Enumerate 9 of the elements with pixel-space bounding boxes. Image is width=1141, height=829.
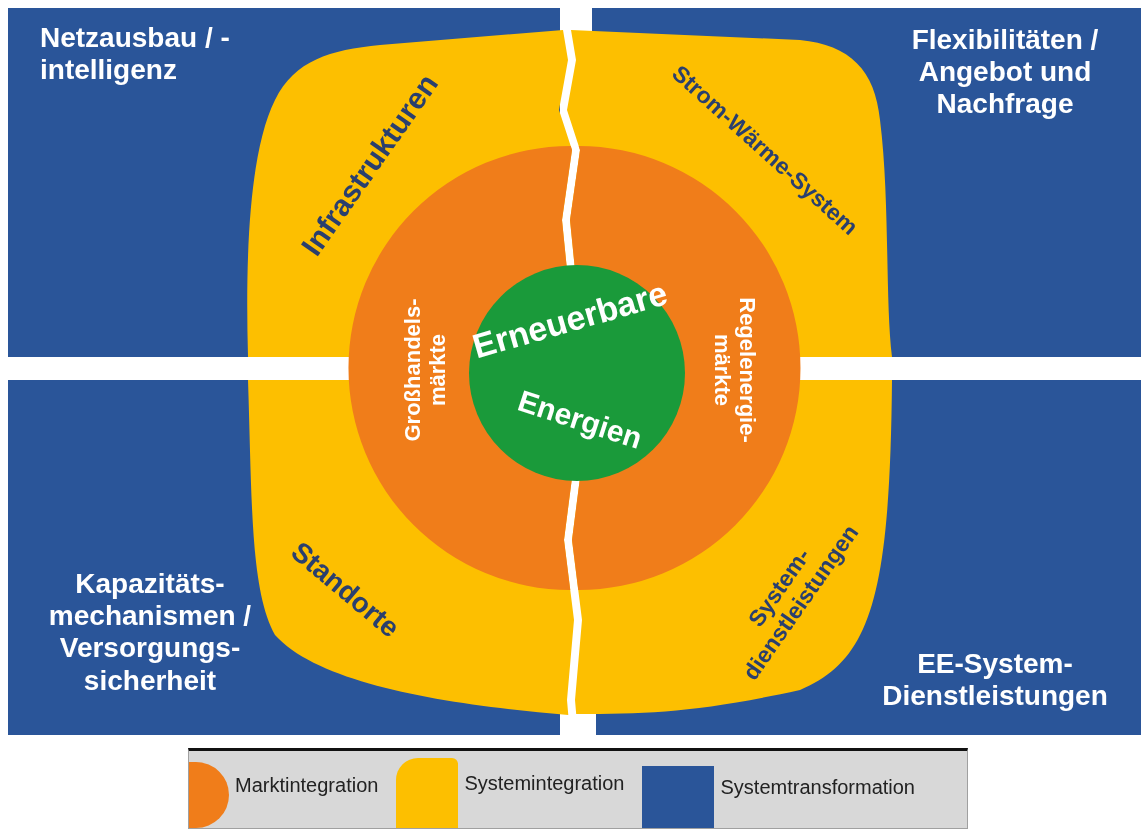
ring-label: Großhandels- märkte	[399, 298, 451, 442]
ring-label: Regelenergie- märkte	[709, 297, 761, 443]
quadrant-label: Netzausbau / -intelligenz	[40, 22, 231, 87]
quadrant-label: EE-System- Dienstleistungen	[881, 647, 1109, 713]
legend-label: Systemtransformation	[720, 775, 915, 800]
legend-label: Marktintegration	[235, 773, 379, 798]
quadrant-label: Flexibilitäten / Angebot und Nachfrage	[910, 23, 1100, 121]
quadrant-label: Kapazitäts- mechanismen / Versorgungs- sicherheit	[47, 567, 253, 697]
legend-label: Systemintegration	[464, 771, 625, 796]
